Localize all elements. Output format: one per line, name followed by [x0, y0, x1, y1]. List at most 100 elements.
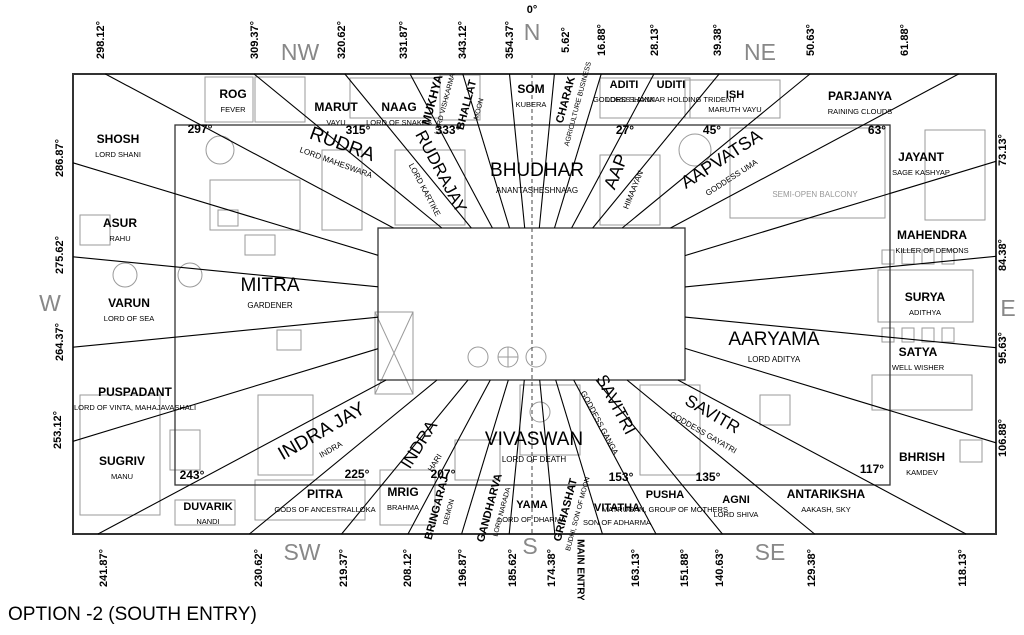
zone-name-shosh: SHOSH: [97, 132, 140, 146]
zone-name-vivaswan: VIVASWAN: [485, 429, 583, 450]
bearing-labels: 298.12°309.37°320.62°331.87°343.12°354.3…: [52, 21, 1009, 587]
zone-name-yama: YAMA: [516, 499, 547, 511]
bearing-label-309-37: 309.37°: [249, 21, 261, 59]
bearing-label-73-13: 73.13°: [997, 134, 1009, 166]
division-line-5-62: [538, 73, 555, 229]
zone-deity-vivaswan: LORD OF DEATH: [502, 455, 567, 464]
plan-svg: 298.12°309.37°320.62°331.87°343.12°354.3…: [39, 4, 1016, 601]
zone-name-duvarik: DUVARIK: [183, 501, 232, 513]
zone-name-pusha: PUSHA: [646, 489, 685, 501]
zone-agni: AGNI LORD SHIVA: [714, 494, 759, 519]
division-line-73-13: [684, 160, 997, 257]
zone-name-ish: ISH: [726, 89, 744, 101]
division-line-185-62: [508, 379, 525, 535]
zone-name-mrig: MRIG: [387, 485, 418, 499]
division-line-16-88: [553, 73, 602, 229]
bearing-label-140-63: 140.63°: [714, 549, 726, 587]
zone-deity-duvarik: NANDI: [196, 517, 219, 526]
zone-mrig: MRIG BRAHMA: [387, 485, 419, 512]
zone-deity-mahendra: KILLER OF DEMONS: [895, 246, 968, 255]
zone-deity-bhudhar: ANANTASHESHNAAG: [496, 186, 578, 195]
bearing-label-5-62: 5.62°: [560, 27, 572, 53]
bearing-label-95-63: 95.63°: [997, 332, 1009, 364]
bearing-label-16-88: 16.88°: [596, 24, 608, 56]
division-line-61-88: [670, 73, 959, 229]
zone-ish: ISH MARUTH VAYU: [708, 89, 761, 114]
zone-pusha: PUSHA MATRUGAN, GROUP OF MOTHERS: [602, 489, 728, 514]
inner-degree-153: 153°: [609, 470, 634, 484]
zone-name-naag: NAAG: [381, 100, 416, 114]
division-line-95-63: [684, 316, 997, 349]
zone-name-mahendra: MAHENDRA: [897, 228, 967, 242]
zone-deity-mrig: BRAHMA: [387, 503, 419, 512]
zone-deity-vitatha: SON OF ADHARMA: [583, 518, 651, 527]
bearing-label-331-87: 331.87°: [398, 21, 410, 59]
division-line-286-87: [72, 162, 379, 256]
inner-degree-315: 315°: [346, 123, 371, 137]
bearing-label-118-13: 118.13°: [957, 549, 969, 586]
bearing-label-28-13: 28.13°: [649, 24, 661, 56]
compass-s: S: [522, 533, 537, 559]
division-line-275-62: [72, 256, 379, 288]
zone-deity-naag: LORD OF SNAKES: [366, 118, 432, 127]
zone-name-parjanya: PARJANYA: [828, 89, 892, 103]
zone-deity-jayant: SAGE KASHYAP: [892, 168, 950, 177]
division-line-264-37: [72, 316, 379, 348]
compass-e: E: [1000, 295, 1015, 321]
zone-deity-pusha: MATRUGAN, GROUP OF MOTHERS: [602, 505, 728, 514]
division-line-118-13: [677, 379, 967, 535]
zone-deity-aaryama: LORD ADITYA: [748, 355, 801, 364]
bearing-label-163-13: 163.13°: [630, 549, 642, 587]
zone-name-bhudhar: BHUDHAR: [490, 160, 584, 181]
zone-deity-bhallat: MOON: [473, 98, 485, 121]
zone-deity-yama: LORD OF DHARMA: [498, 515, 566, 524]
zone-name-pitra: PITRA: [307, 487, 343, 501]
bearing-label-320-62: 320.62°: [336, 21, 348, 59]
outer-boundary: [72, 73, 997, 535]
furniture-layer: [79, 74, 986, 526]
division-line-106-88: [684, 347, 997, 444]
bearing-label-208-12: 208.12°: [402, 549, 414, 587]
division-line-253-12: [72, 348, 379, 442]
bearing-label-185-62: 185.62°: [507, 549, 519, 587]
zone-deity-uditi: LORD SHANKAR HOLDING TRIDENT: [606, 95, 736, 104]
direction-lines: [72, 73, 997, 535]
main-entry-label: MAIN ENTRY: [574, 539, 585, 600]
zone-deity-antariksha: AAKASH, SKY: [801, 505, 851, 514]
bearing-label-196-87: 196.87°: [457, 549, 469, 587]
zone-name-varun: VARUN: [108, 296, 150, 310]
bearing-label-50-63: 50.63°: [805, 24, 817, 56]
division-line-241-87: [97, 379, 387, 535]
inner-degree-297: 297°: [188, 122, 213, 136]
zone-deity-ish: MARUTH VAYU: [708, 105, 761, 114]
zone-name-sugriv: SUGRIV: [99, 454, 145, 468]
bearing-label-129-38: 129.38°: [806, 549, 818, 587]
division-line-219-37: [341, 379, 469, 535]
zone-deity-varun: LORD OF SEA: [104, 314, 154, 323]
inner-degree-225: 225°: [345, 467, 370, 481]
zone-name-bhallat: BHALLAT: [454, 78, 479, 131]
bearing-label-106-88: 106.88°: [997, 419, 1009, 457]
zone-deity-agni: LORD SHIVA: [714, 510, 759, 519]
bearing-label-241-87: 241.87°: [98, 549, 110, 587]
division-line-208-12: [407, 379, 491, 535]
zone-name-agni: AGNI: [722, 494, 750, 506]
bearing-label-298-12: 298.12°: [95, 21, 107, 59]
zone-deity-som: KUBERA: [516, 100, 547, 109]
inner-degree-45: 45°: [703, 123, 721, 137]
compass-sw: SW: [283, 539, 320, 565]
